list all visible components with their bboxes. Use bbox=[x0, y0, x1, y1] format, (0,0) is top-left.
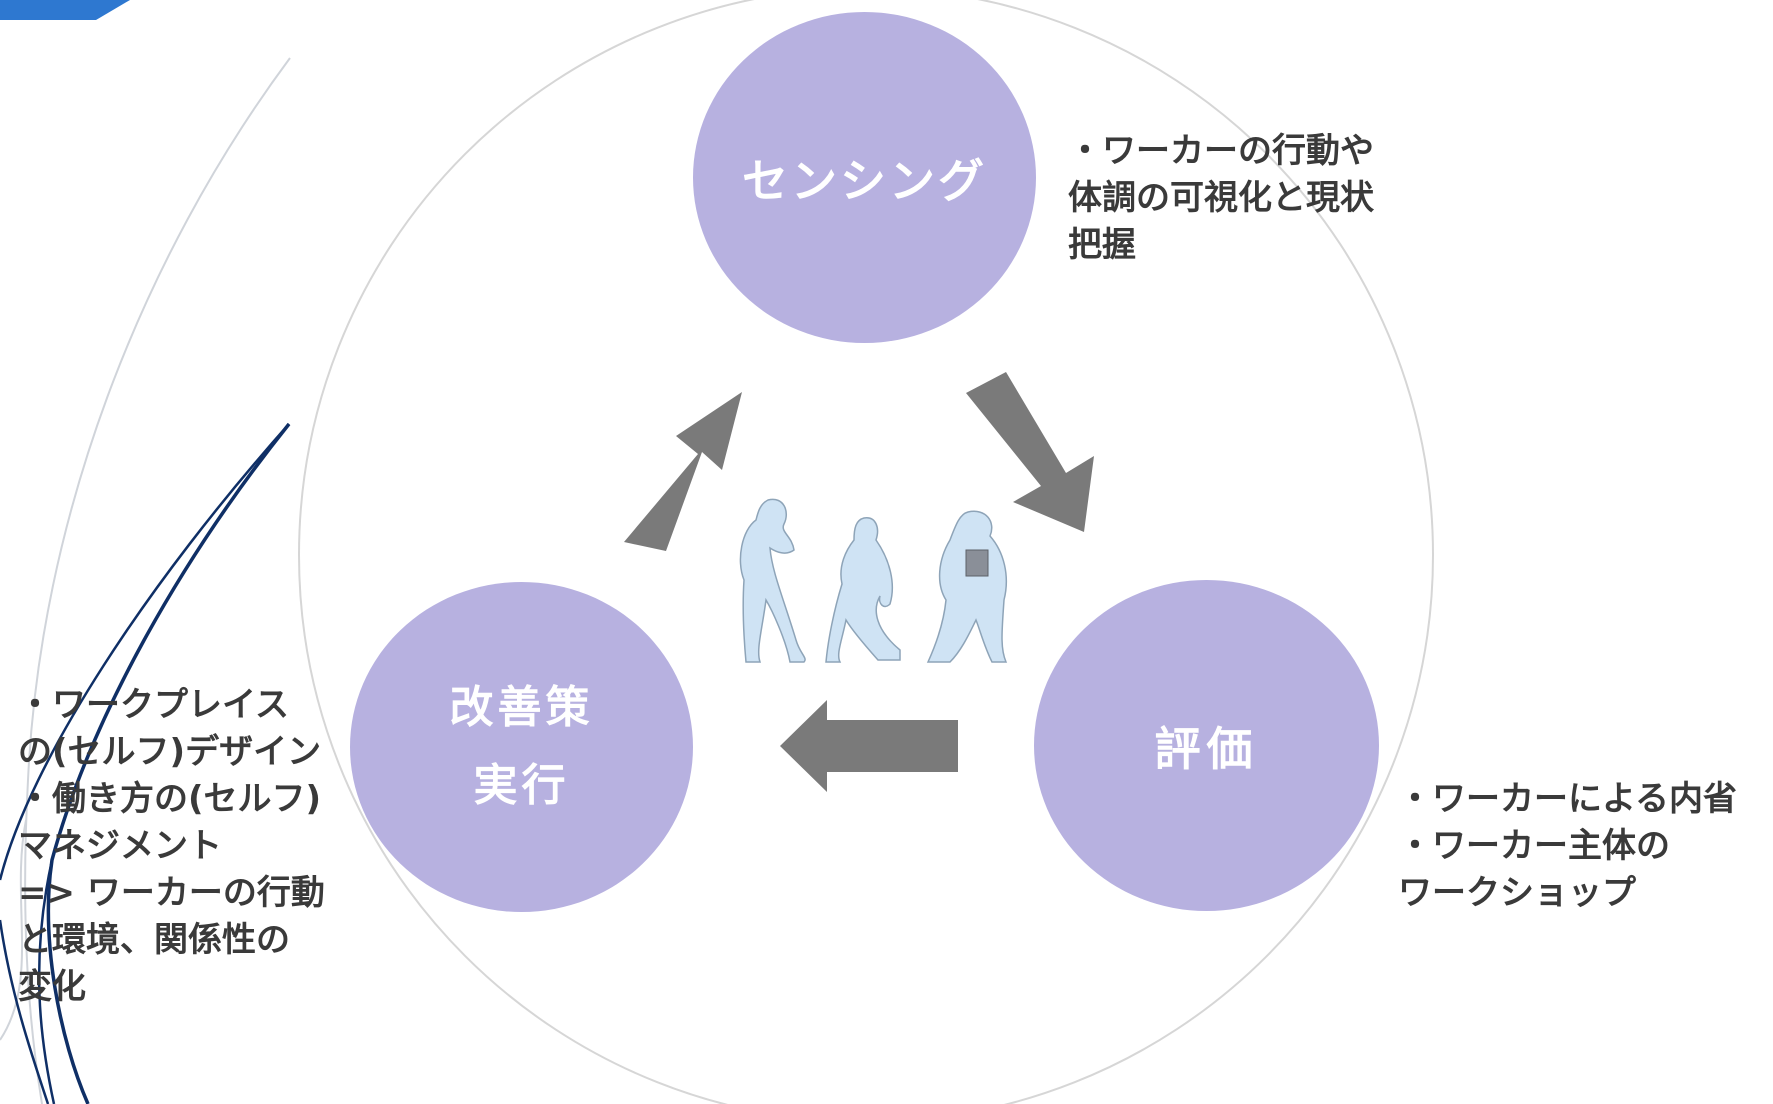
walking-person-icon bbox=[825, 517, 901, 663]
note-sensing-line-2: 体調の可視化と現状 bbox=[1068, 178, 1374, 218]
swoosh-blue-2 bbox=[46, 422, 291, 1104]
node-evaluation-label: 評価 bbox=[1154, 721, 1259, 776]
swoosh-light-1 bbox=[24, 57, 291, 1104]
note-improvement: ・ワークプレイス の(セルフ)デザイン ・働き方の(セルフ) マネジメント =>… bbox=[18, 682, 325, 1011]
note-improvement-line-3: ・働き方の(セルフ) bbox=[18, 779, 322, 819]
note-improvement-line-1: ・ワークプレイス bbox=[18, 685, 289, 725]
swoosh-light-2 bbox=[0, 819, 27, 1041]
note-evaluation-line-2: ・ワーカー主体の bbox=[1398, 826, 1670, 866]
node-improvement-line-1: 改善策 bbox=[449, 682, 594, 733]
note-improvement-line-5: => ワーカーの行動 bbox=[18, 873, 325, 913]
thinking-person-icon bbox=[739, 498, 806, 663]
node-sensing: センシング bbox=[693, 12, 1036, 343]
clipboard-icon bbox=[965, 549, 989, 577]
note-evaluation: ・ワーカーによる内省 ・ワーカー主体の ワークショップ bbox=[1398, 776, 1737, 917]
note-sensing-line-3: 把握 bbox=[1068, 225, 1136, 265]
note-evaluation-line-3: ワークショップ bbox=[1398, 873, 1636, 913]
note-evaluation-line-1: ・ワーカーによる内省 bbox=[1398, 779, 1737, 819]
arrow-up-right bbox=[624, 392, 742, 551]
note-improvement-line-2: の(セルフ)デザイン bbox=[18, 732, 322, 772]
note-improvement-line-6: と環境、関係性の bbox=[18, 920, 290, 960]
swoosh-blue-3 bbox=[37, 859, 56, 1104]
swoosh-blue-4 bbox=[0, 919, 50, 1104]
node-sensing-label: センシング bbox=[742, 153, 987, 208]
note-sensing-line-1: ・ワーカーの行動や bbox=[1068, 131, 1374, 171]
cycle-outline-circle bbox=[298, 0, 1434, 1104]
corner-tab bbox=[0, 0, 130, 20]
note-sensing: ・ワーカーの行動や 体調の可視化と現状 把握 bbox=[1068, 128, 1374, 269]
swoosh-blue-1 bbox=[0, 423, 290, 881]
person-with-clipboard-icon bbox=[926, 510, 1008, 663]
node-evaluation: 評価 bbox=[1034, 580, 1379, 911]
note-improvement-line-4: マネジメント bbox=[18, 826, 222, 866]
arrow-left bbox=[780, 700, 958, 792]
node-improvement-line-2: 実行 bbox=[473, 760, 570, 811]
arrow-down-right bbox=[966, 372, 1094, 532]
node-improvement: 改善策 実行 bbox=[350, 582, 693, 912]
note-improvement-line-7: 変化 bbox=[18, 967, 86, 1007]
